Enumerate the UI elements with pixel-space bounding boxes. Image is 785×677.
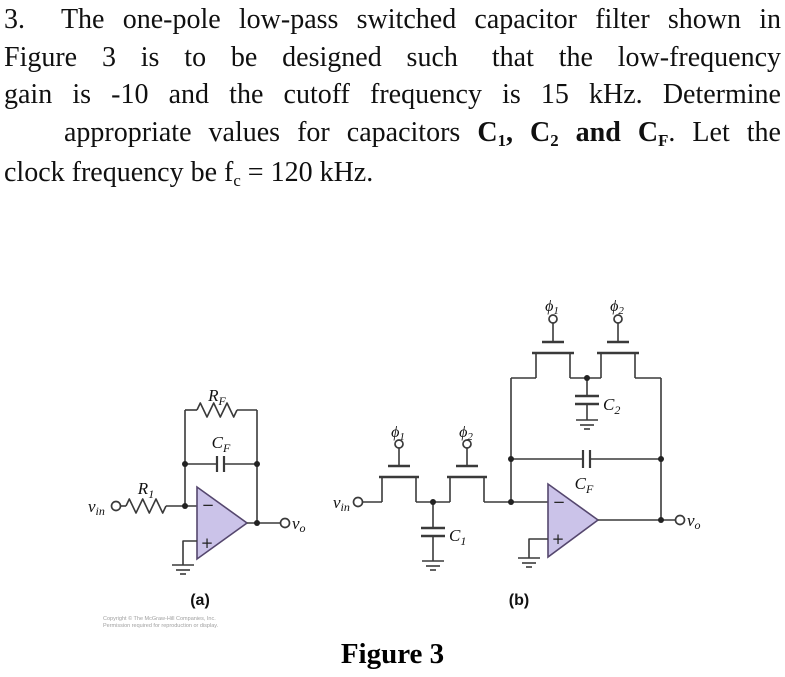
vin-label-a: vin xyxy=(88,497,105,518)
vin-terminal-a xyxy=(110,500,122,512)
vin-label-b: vin xyxy=(333,493,350,514)
r1-resistor xyxy=(125,498,167,514)
circuit-b: ϕ1 ϕ2 ϕ1 ϕ2 C1 C2 CF vin vo − + (b) xyxy=(333,298,701,609)
ground-symbol-a xyxy=(172,564,194,575)
problem-statement: 3. The one-pole low-pass switched capaci… xyxy=(0,1,785,195)
phi1-label-input: ϕ1 xyxy=(391,424,405,443)
vo-terminal-b xyxy=(674,514,686,526)
vin-terminal-b xyxy=(352,496,364,508)
circuit-a-caption: (a) xyxy=(190,592,210,609)
opamp-plus-b: + xyxy=(552,530,565,548)
copyright-notice: Copyright © The McGraw-Hill Companies, I… xyxy=(103,616,218,630)
cf-label-a: CF xyxy=(212,433,231,455)
vo-label-b: vo xyxy=(687,511,701,532)
problem-line-4: appropriate values for capacitors C1, C2… xyxy=(64,116,781,150)
junction-dot xyxy=(182,503,188,509)
plus-input-wire-b xyxy=(528,538,548,558)
mosfet-switch-phi2-input xyxy=(447,439,487,502)
phi2-label-feedback: ϕ2 xyxy=(610,298,624,317)
r1-label: R1 xyxy=(137,479,154,501)
c1-capacitor xyxy=(421,502,445,561)
opamp-plus-a: + xyxy=(201,534,214,552)
junction-dot xyxy=(658,517,664,523)
junction-dot xyxy=(254,461,260,467)
phi1-label-feedback: ϕ1 xyxy=(545,298,559,317)
vo-terminal-a xyxy=(279,517,291,529)
rf-resistor xyxy=(196,402,238,418)
c1-label: C1 xyxy=(449,526,466,548)
cap-c1-name: C xyxy=(477,116,498,148)
junction-dot xyxy=(508,499,514,505)
opamp-b xyxy=(547,482,600,559)
c2-label: C2 xyxy=(603,395,620,417)
junction-dot xyxy=(508,456,514,462)
problem-line-3: gain is -10 and the cutoff frequency is … xyxy=(4,79,781,110)
junction-dot xyxy=(254,520,260,526)
ground-symbol-c1 xyxy=(422,560,444,571)
problem-line-5: clock frequency be fc = 120 kHz. xyxy=(4,157,374,191)
opamp-minus-a: − xyxy=(202,496,215,514)
copyright-line-2: Permission required for reproduction or … xyxy=(103,623,219,629)
cap-cf-name: C xyxy=(637,116,659,148)
circuit-b-caption: (b) xyxy=(509,592,529,609)
circuit-a: RF CF R1 vin vo − + (a) xyxy=(88,386,306,609)
rf-label: RF xyxy=(207,386,226,408)
junction-dot xyxy=(658,456,664,462)
c2-capacitor xyxy=(575,378,599,420)
ground-symbol-opamp-b xyxy=(518,557,540,568)
figure-caption: Figure 3 xyxy=(340,638,445,670)
mosfet-switch-phi1-feedback xyxy=(532,314,574,378)
ground-symbol-c2 xyxy=(576,419,598,430)
phi2-label-input: ϕ2 xyxy=(459,424,473,443)
mosfet-switch-phi1-input xyxy=(379,439,419,502)
junction-dot xyxy=(182,461,188,467)
copyright-line-1: Copyright © The McGraw-Hill Companies, I… xyxy=(103,616,216,622)
vo-label-a: vo xyxy=(292,514,306,535)
mosfet-switch-phi2-feedback xyxy=(597,314,639,378)
figure-3-circuits: RF CF R1 vin vo − + (a) xyxy=(88,298,701,609)
cap-c2-name: C xyxy=(530,116,551,148)
plus-input-wire-a xyxy=(182,540,197,565)
cf-label-b: CF xyxy=(575,474,594,496)
opamp-minus-b: − xyxy=(553,493,566,511)
problem-line-1: 3. The one-pole low-pass switched capaci… xyxy=(4,4,781,35)
junction-dot xyxy=(430,499,436,505)
opamp-a xyxy=(196,485,249,561)
junction-dot xyxy=(584,375,590,381)
